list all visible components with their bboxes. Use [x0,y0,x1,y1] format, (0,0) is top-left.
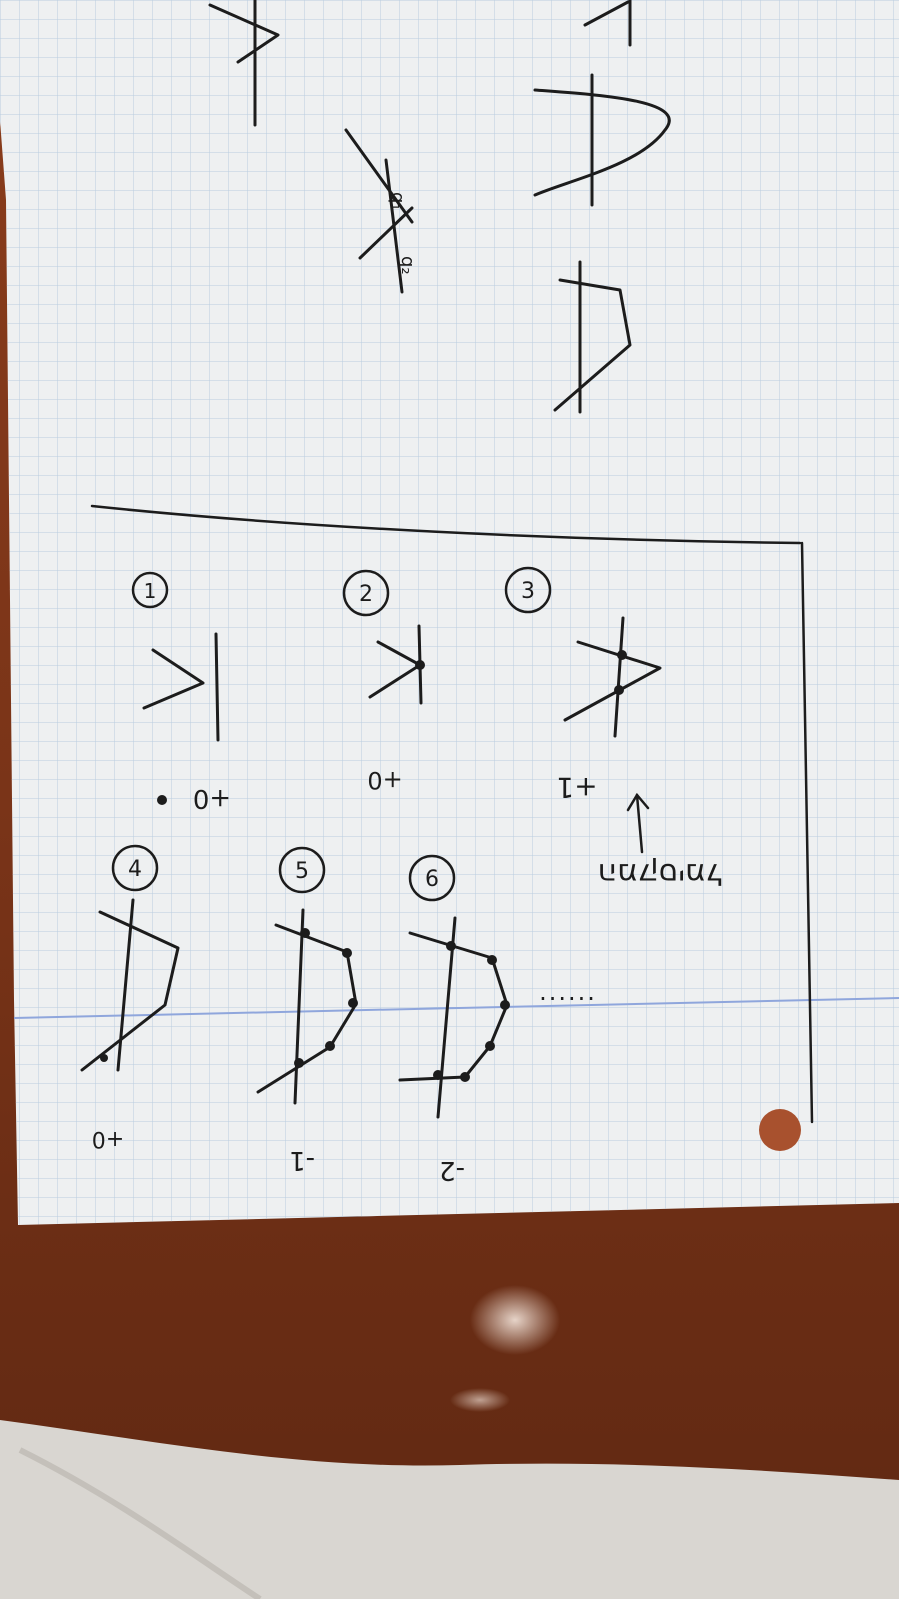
sketch-6-drawing [398,916,509,1119]
notebook-grid [0,0,899,1225]
sketch-6-number: 6 [425,867,439,892]
sketch-5-point [342,948,352,958]
sketch-6-circle [408,854,456,902]
sketch-4-point [100,1054,108,1062]
sketch-2-number: 2 [359,582,373,607]
sketch-4-drawing [80,898,180,1072]
ellipsis: ...... [539,978,597,1006]
sketch-6-score: -2 [439,1155,465,1185]
blue-rule-line [13,997,899,1019]
q1-label: q₁ [387,192,408,211]
sketch-1-dot [157,795,167,805]
note-arrow [626,792,650,854]
sketch-5-point [348,998,358,1008]
sketch-1-number: 1 [144,579,157,603]
sketch-3-score: +1 [556,771,597,804]
sketch-5-circle [278,846,326,894]
cloth [0,1420,899,1599]
sketch-3-point-upper [617,650,627,660]
sketch-6-point [487,955,497,965]
sketch-2-circle [342,569,390,617]
sketch-4-score: +0 [92,1126,124,1151]
desk-glare [470,1285,560,1355]
desk-glare-small [450,1388,510,1412]
sketch-1-drawing [142,632,220,742]
sketch-5-point [294,1058,304,1068]
sketch-6-point [500,1000,510,1010]
sketch-3-point-lower [614,685,624,695]
sketch-5-score: -1 [289,1145,315,1175]
sketch-5-point [300,928,310,938]
sketch-2-point [415,660,425,670]
sketch-3-circle [504,566,552,614]
punch-hole [759,1109,801,1151]
sketch-3-drawing [563,616,662,738]
sketch-4-circle [111,844,159,892]
sketch-5-number: 5 [295,859,309,884]
sketch-1-circle [131,571,169,609]
sketch-6-point [460,1072,470,1082]
sketch-1-score: +0 [193,783,231,813]
sketch-4-number: 4 [128,857,142,882]
sketch-6-point [433,1070,443,1080]
sketch-2-score: +0 [367,766,402,794]
sketch-6-point [446,941,456,951]
top-sketches [208,0,671,414]
cloth-fold [18,1447,262,1599]
hebrew-note: המקסימל [598,856,723,891]
sketch-3-number: 3 [521,579,535,604]
sketch-6-point [485,1041,495,1051]
frame-lines [90,504,814,1124]
sketch-5-point [325,1041,335,1051]
q2-label: q₂ [397,256,418,275]
